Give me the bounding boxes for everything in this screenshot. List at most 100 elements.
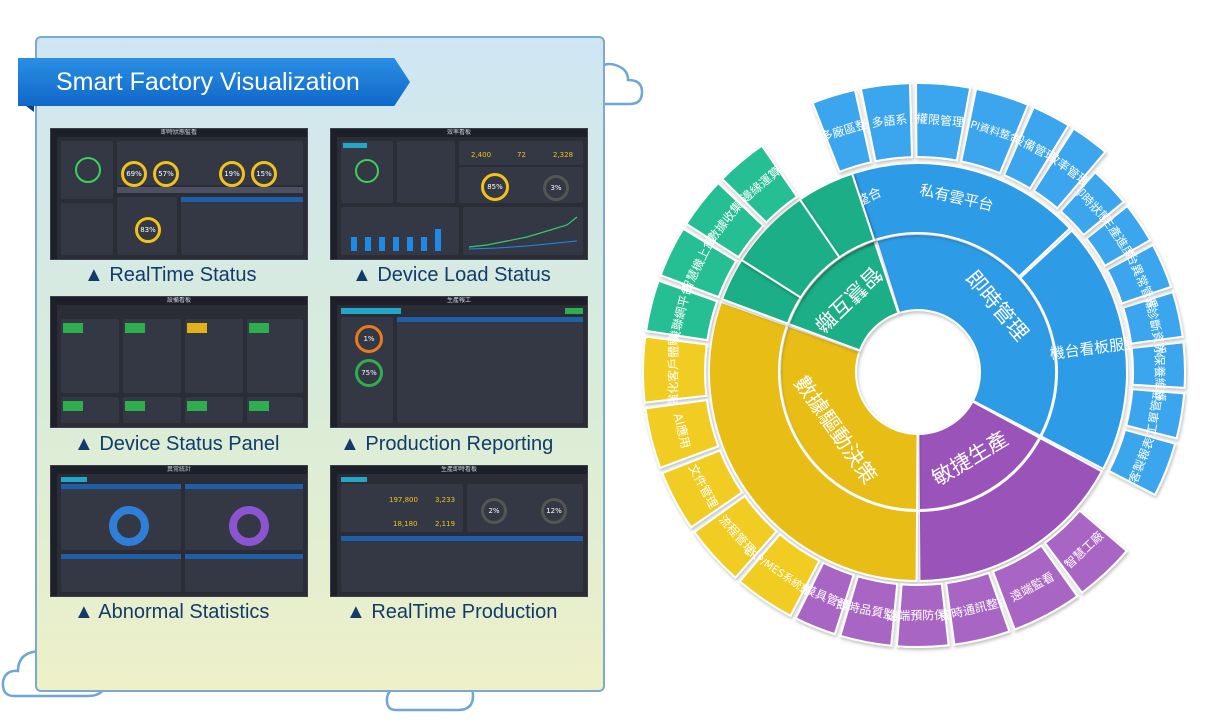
chart-bar bbox=[421, 237, 427, 251]
screen-title: 設備看板 bbox=[51, 297, 307, 305]
machine-tag bbox=[343, 143, 367, 148]
thumbnail-device-status-panel[interactable]: 設備看板 bbox=[50, 296, 308, 428]
card-header bbox=[61, 484, 181, 489]
chart-bar bbox=[435, 229, 441, 251]
chart-bar bbox=[393, 237, 399, 251]
thumbnail-abnormal-statistics[interactable]: 異常統計 bbox=[50, 465, 308, 597]
gauge-value: 83% bbox=[135, 217, 161, 243]
sunburst-outer-12 bbox=[811, 88, 873, 174]
device-badge bbox=[125, 401, 145, 411]
kpi-value: 3,233 bbox=[435, 496, 456, 504]
table-header bbox=[181, 197, 303, 202]
sunburst-outer-3 bbox=[1121, 290, 1184, 345]
sunburst-outer-11 bbox=[859, 82, 914, 163]
sunburst-middle-1 bbox=[1018, 229, 1128, 471]
sunburst-outer-label-17: 強化客戶體驗 bbox=[665, 334, 681, 406]
sunburst-outer-7 bbox=[1032, 127, 1107, 210]
sunburst-outer-15 bbox=[659, 227, 738, 299]
progress-strip bbox=[117, 187, 303, 193]
stats-table bbox=[61, 554, 181, 592]
thumbnail-device-load-status[interactable]: 效率看板 2,400 72 2,328 85% 3% bbox=[330, 128, 588, 260]
tab-strip bbox=[61, 477, 87, 482]
sunburst-inner-1 bbox=[917, 400, 1041, 512]
info-card bbox=[61, 203, 113, 255]
sunburst-outer-25 bbox=[945, 571, 1011, 646]
screen-sidebar bbox=[51, 305, 57, 427]
kpi-value: 18,180 bbox=[393, 520, 418, 528]
sunburst-outer-19 bbox=[661, 449, 744, 529]
sunburst-outer-9 bbox=[960, 87, 1030, 175]
gauge-value: 19% bbox=[219, 161, 245, 187]
sunburst-outer-2 bbox=[1130, 341, 1186, 389]
donut-chart bbox=[229, 506, 269, 546]
screen-sidebar bbox=[331, 474, 337, 596]
tab-strip bbox=[341, 308, 401, 314]
device-badge bbox=[125, 323, 145, 333]
chart-bar bbox=[365, 237, 371, 251]
screen-sidebar bbox=[331, 137, 337, 259]
sunburst-outer-label-24: 遠端預防保養 bbox=[886, 607, 958, 623]
info-card bbox=[397, 141, 455, 203]
table-header bbox=[397, 317, 583, 322]
thumbnail-realtime-status[interactable]: 即時狀態監看 69% 57% 19% 15% 83% bbox=[50, 128, 308, 260]
table-header bbox=[185, 554, 303, 559]
production-table bbox=[341, 536, 583, 592]
sunburst-outer-18 bbox=[644, 399, 720, 470]
tab-strip bbox=[341, 477, 367, 482]
gauge-value: 69% bbox=[121, 161, 147, 187]
sunburst-outer-24 bbox=[895, 582, 950, 648]
sunburst-outer-0 bbox=[1107, 428, 1177, 497]
caption-realtime-status: ▲ RealTime Status bbox=[84, 264, 257, 286]
gauge-value: 57% bbox=[153, 161, 179, 187]
screen-sidebar bbox=[331, 305, 337, 427]
sunburst-outer-10 bbox=[914, 82, 972, 162]
device-badge bbox=[187, 401, 207, 411]
kpi-value: 2,328 bbox=[553, 151, 574, 159]
chart-bar bbox=[407, 237, 413, 251]
device-badge bbox=[63, 323, 83, 333]
sunburst-outer-22 bbox=[794, 561, 855, 636]
table-header bbox=[61, 554, 181, 559]
sunburst-outer-label-11: 多語系 bbox=[871, 111, 908, 130]
line-chart-card bbox=[463, 207, 583, 255]
screen-sidebar bbox=[51, 474, 57, 596]
smiley-icon bbox=[75, 157, 101, 183]
screen-sidebar bbox=[51, 137, 57, 259]
table-header bbox=[341, 536, 583, 541]
device-badge bbox=[249, 323, 269, 333]
screen-title: 異常統計 bbox=[51, 466, 307, 474]
sunburst-outer-6 bbox=[1059, 170, 1126, 237]
caption-realtime-production: ▲ RealTime Production bbox=[346, 601, 558, 623]
kpi-value: 2,400 bbox=[471, 151, 492, 159]
sunburst-outer-26 bbox=[991, 544, 1079, 631]
action-button bbox=[565, 308, 583, 314]
thumbnail-realtime-production[interactable]: 生產即時看板 197,800 3,233 18,180 2,119 2% 12% bbox=[330, 465, 588, 597]
device-badge bbox=[63, 401, 83, 411]
caption-device-load-status: ▲ Device Load Status bbox=[352, 264, 551, 286]
sunburst-outer-label-10: 權限管理 bbox=[915, 110, 964, 129]
sunburst-outer-14 bbox=[684, 181, 765, 259]
sunburst-outer-23 bbox=[839, 575, 899, 647]
device-badge bbox=[249, 401, 269, 411]
screen-title: 生產即時看板 bbox=[331, 466, 587, 474]
sunburst-outer-5 bbox=[1085, 204, 1152, 268]
caption-abnormal-statistics: ▲ Abnormal Statistics bbox=[74, 601, 270, 623]
card-header bbox=[185, 484, 303, 489]
gauge-value: 85% bbox=[481, 173, 509, 201]
gauge-value: 15% bbox=[251, 161, 277, 187]
caption-device-status-panel: ▲ Device Status Panel bbox=[74, 433, 280, 455]
sunburst-middle-fill-purple bbox=[917, 436, 1104, 583]
screen-title: 即時狀態監看 bbox=[51, 129, 307, 137]
kpi-card bbox=[341, 484, 463, 532]
report-table bbox=[397, 317, 583, 423]
thumbnail-production-reporting[interactable]: 生產報工 1% 75% bbox=[330, 296, 588, 428]
gauge-value: 3% bbox=[543, 175, 569, 201]
sunburst-outer-21 bbox=[738, 532, 821, 618]
chart-bar bbox=[351, 237, 357, 251]
banner-title: Smart Factory Visualization bbox=[18, 58, 410, 106]
sunburst-outer-20 bbox=[693, 494, 778, 580]
stats-table bbox=[185, 554, 303, 592]
sunburst-outer-13 bbox=[720, 144, 799, 224]
sunburst-outer-8 bbox=[1002, 105, 1070, 190]
